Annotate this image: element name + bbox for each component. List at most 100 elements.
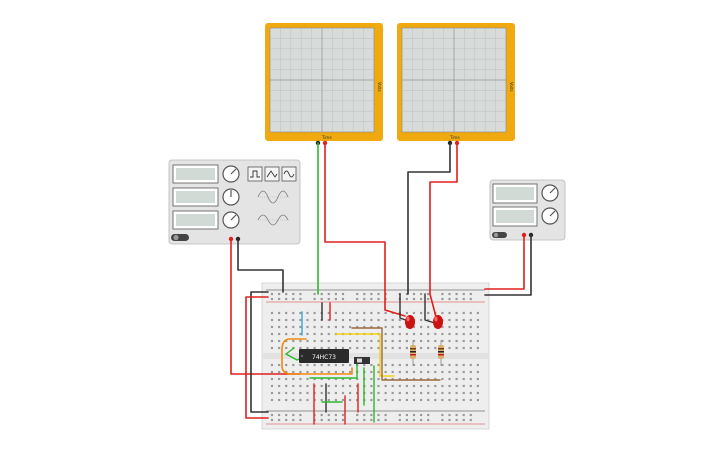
- rail-hole: [377, 292, 380, 296]
- breadboard-hole: [370, 318, 373, 322]
- breadboard-hole: [434, 370, 437, 374]
- breadboard-hole: [334, 377, 337, 381]
- wire-orange-loop[interactable]: [281, 338, 353, 375]
- led-body: [405, 315, 415, 329]
- resistor-band: [438, 354, 444, 356]
- breadboard-hole: [384, 377, 387, 381]
- rail-hole: [448, 413, 451, 417]
- wire-yellow[interactable]: [335, 333, 395, 377]
- breadboard-hole: [356, 339, 359, 343]
- breadboard-hole: [405, 346, 408, 350]
- led-highlight: [406, 316, 410, 322]
- breadboard-hole: [384, 363, 387, 367]
- wire-supply-negative[interactable]: [484, 234, 532, 296]
- breadboard-hole: [391, 346, 394, 350]
- breadboard-hole: [455, 384, 458, 388]
- led-2[interactable]: [433, 315, 443, 329]
- breadboard-hole: [363, 339, 366, 343]
- breadboard-hole: [455, 370, 458, 374]
- breadboard[interactable]: [261, 282, 490, 430]
- rail-hole: [341, 413, 345, 417]
- breadboard-hole: [306, 346, 309, 350]
- rail-hole: [405, 418, 408, 422]
- breadboard-hole: [377, 318, 380, 322]
- breadboard-hole: [420, 398, 423, 402]
- breadboard-hole: [405, 391, 408, 395]
- breadboard-hole: [398, 384, 401, 388]
- breadboard-hole: [476, 339, 479, 343]
- rail-hole: [327, 297, 330, 301]
- breadboard-hole: [349, 384, 352, 388]
- rail-hole: [363, 292, 366, 296]
- wire-rail-ground[interactable]: [250, 291, 269, 413]
- breadboard-hole: [448, 384, 451, 388]
- wire-scope2-ground[interactable]: [407, 142, 451, 295]
- oscilloscope-2[interactable]: Time Volts: [397, 23, 515, 146]
- chip-74hc73[interactable]: 74HC73: [299, 349, 349, 363]
- rail-hole: [384, 418, 387, 422]
- rail-hole: [292, 413, 295, 417]
- breadboard-hole: [356, 384, 359, 388]
- breadboard-hole: [370, 346, 373, 350]
- rail-hole: [270, 297, 274, 301]
- rail-hole: [270, 413, 274, 417]
- rail-hole: [327, 292, 330, 296]
- led-1[interactable]: [405, 315, 415, 329]
- rail-hole: [334, 292, 337, 296]
- breadboard-hole: [377, 363, 380, 367]
- breadboard-hole: [427, 370, 430, 374]
- wire-scope1-probe[interactable]: [324, 142, 406, 317]
- rail-hole: [292, 418, 295, 422]
- breadboard-hole: [377, 398, 380, 402]
- breadboard-hole: [285, 332, 288, 336]
- breadboard-hole: [441, 384, 444, 388]
- breadboard-hole: [270, 377, 274, 381]
- wire-rail-power[interactable]: [245, 296, 269, 419]
- breadboard-hole: [391, 325, 394, 329]
- power-supply[interactable]: [489, 179, 566, 241]
- breadboard-hole: [285, 377, 288, 381]
- breadboard-hole: [462, 398, 465, 402]
- resistor-2[interactable]: [438, 340, 444, 366]
- wire-brown[interactable]: [351, 327, 441, 381]
- breadboard-hole: [292, 332, 295, 336]
- breadboard-hole: [455, 332, 458, 336]
- rail-hole: [292, 292, 295, 296]
- breadboard-hole: [412, 384, 416, 388]
- breadboard-hole: [462, 332, 465, 336]
- breadboard-hole: [476, 311, 479, 315]
- function-generator[interactable]: [168, 159, 301, 245]
- breadboard-hole: [278, 398, 281, 402]
- breadboard-hole: [299, 339, 302, 343]
- wire-scope2-probe[interactable]: [429, 142, 458, 318]
- breadboard-hole: [349, 318, 352, 322]
- slide-switch[interactable]: [354, 357, 370, 364]
- square-wave-button[interactable]: [247, 166, 263, 182]
- breadboard-hole: [448, 398, 451, 402]
- breadboard-hole: [327, 325, 330, 329]
- breadboard-hole: [448, 311, 451, 315]
- rail-hole: [285, 292, 288, 296]
- wire-supply-positive[interactable]: [484, 234, 525, 290]
- triangle-wave-button[interactable]: [264, 166, 280, 182]
- breadboard-hole: [278, 384, 281, 388]
- rail-hole: [441, 413, 444, 417]
- wire-green-clk[interactable]: [309, 363, 358, 379]
- breadboard-hole: [356, 325, 359, 329]
- wire-generator-positive[interactable]: [230, 238, 301, 375]
- breadboard-hole: [356, 391, 359, 395]
- breadboard-hole: [356, 311, 359, 315]
- breadboard-hole: [285, 318, 288, 322]
- breadboard-hole: [405, 363, 408, 367]
- wire-generator-negative[interactable]: [237, 238, 284, 293]
- wires: [230, 142, 532, 425]
- resistor-1[interactable]: [410, 340, 416, 366]
- oscilloscope-1[interactable]: Time Volts: [265, 23, 383, 146]
- breadboard-hole: [285, 384, 288, 388]
- switch-slider[interactable]: [357, 358, 362, 363]
- breadboard-hole: [441, 398, 444, 402]
- breadboard-hole: [278, 346, 281, 350]
- breadboard-hole: [370, 391, 373, 395]
- breadboard-hole: [270, 398, 274, 402]
- breadboard-hole: [292, 370, 295, 374]
